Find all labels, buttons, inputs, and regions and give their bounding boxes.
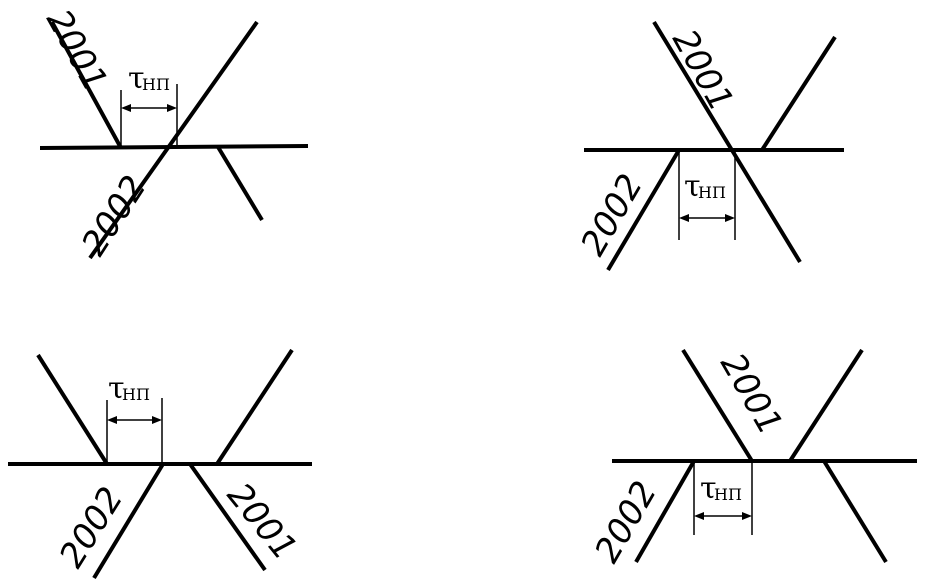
panel-top-left: τ НП 2001 2002 xyxy=(38,3,309,263)
interval-subscript: НП xyxy=(698,183,726,202)
arrow-left xyxy=(121,104,131,112)
arrow-left xyxy=(107,416,117,424)
interval-subscript: НП xyxy=(142,75,170,94)
arrow-right xyxy=(152,416,162,424)
arrow-right xyxy=(742,512,752,520)
train-2002-line xyxy=(606,148,681,272)
interval-subscript: НП xyxy=(122,385,150,404)
train-2001-label: 2001 xyxy=(38,3,115,98)
arrow-left xyxy=(679,214,689,222)
train-2002-label: 2002 xyxy=(52,480,132,575)
interval-symbol: τ xyxy=(684,169,701,204)
train-2002-line xyxy=(88,20,259,260)
arrow-right xyxy=(725,214,735,222)
train-2002-label: 2002 xyxy=(74,169,155,263)
arrow-right xyxy=(167,104,177,112)
panel-top-right: τ НП 2001 2002 xyxy=(573,20,844,272)
interval-symbol: τ xyxy=(128,61,145,96)
panel-bottom-right: τ НП 2001 2002 xyxy=(587,347,917,570)
train-2001-label: 2001 xyxy=(712,347,790,442)
arrow-left xyxy=(694,512,704,520)
train-2001-label: 2001 xyxy=(664,23,741,118)
train-2002-label: 2002 xyxy=(587,475,665,570)
panel-bottom-left: τ НП 2002 2001 xyxy=(8,348,312,580)
train-2002-line xyxy=(92,462,165,580)
interval-subscript: НП xyxy=(714,485,742,504)
train-2002-line xyxy=(634,460,696,563)
train-2001-departure-line xyxy=(188,462,267,572)
train-2001-line xyxy=(652,20,802,264)
train-2002-departure-line xyxy=(215,348,294,466)
interval-symbol: τ xyxy=(108,371,125,406)
train-2002-departure-line xyxy=(788,348,864,463)
train-2001-departure-line xyxy=(216,145,264,222)
train-2001-line xyxy=(681,348,754,463)
train-2002-departure-line xyxy=(760,35,837,152)
train-2001-line xyxy=(36,353,109,466)
interval-symbol: τ xyxy=(700,471,717,506)
station-line xyxy=(39,144,309,150)
train-2001-departure-line xyxy=(822,459,888,564)
train-2001-line xyxy=(50,21,123,149)
